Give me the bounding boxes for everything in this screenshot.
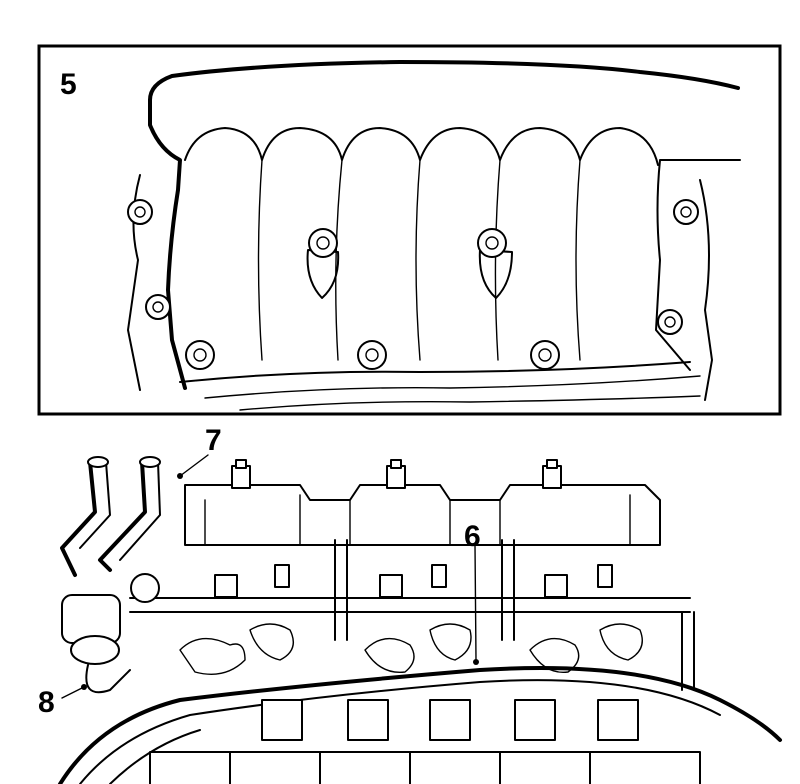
vacuum-hose-right-inner: [119, 461, 161, 561]
injector-connector-2: [379, 564, 447, 598]
callout-5: 5: [60, 68, 77, 101]
injector-connector-1: [214, 564, 290, 598]
bolt-inset-3: [477, 228, 507, 258]
vacuum-hose-right: [98, 460, 147, 572]
leader-7: [179, 454, 209, 477]
callout-6: 6: [464, 520, 481, 553]
manifold-bottom-rail: [179, 361, 691, 383]
plenum-bolt-1: [231, 459, 251, 489]
manifold-bottom-rail-3: [239, 395, 701, 411]
fuel-pressure-regulator: [61, 573, 160, 665]
manifold-top-edge: [148, 60, 740, 102]
bolt-inset-8: [357, 340, 387, 370]
coil-pack-row: [261, 699, 639, 741]
bolt-inset-6: [657, 309, 683, 335]
leader-6-dot: [473, 659, 479, 665]
manifold-right-outer: [699, 179, 713, 401]
bolt-inset-1: [127, 199, 153, 225]
plenum-outline: [184, 484, 661, 546]
bolt-inset-9: [530, 340, 560, 370]
leader-8-dot: [81, 684, 87, 690]
injector-connector-3: [544, 564, 613, 598]
main-engine-view: 7 6 8: [38, 424, 782, 784]
manifold-left-outer: [127, 174, 141, 391]
manifold-left-flange: [148, 98, 187, 390]
vacuum-hose-left: [60, 460, 97, 577]
boss-right: [478, 249, 513, 299]
wiring-harness: [58, 666, 782, 784]
plenum-bolt-3: [542, 459, 562, 489]
regulator-line: [85, 664, 131, 694]
wiring-harness-3: [109, 729, 201, 784]
plenum-bolt-2: [386, 459, 406, 489]
boss-left: [306, 249, 340, 299]
callout-8: 8: [38, 686, 55, 719]
rail-post-right: [501, 539, 515, 641]
callout-7: 7: [205, 424, 222, 457]
leader-8: [61, 687, 83, 699]
leader-6: [474, 544, 477, 661]
plenum-inner-lines: [204, 494, 631, 546]
bolt-inset-4: [673, 199, 699, 225]
bolt-inset-7: [185, 340, 215, 370]
inset-frame: [37, 44, 782, 416]
wiring-harness-2: [79, 679, 721, 784]
bolt-inset-5: [145, 294, 171, 320]
leader-7-dot: [177, 473, 183, 479]
manifold-right-flange: [655, 159, 741, 371]
runner-dividers: [257, 159, 581, 361]
rail-post-left: [334, 539, 348, 641]
bolt-inset-2: [308, 228, 338, 258]
rail-post-far-right: [681, 611, 695, 691]
lower-block: [149, 751, 701, 784]
manifold-bottom-rail-2: [204, 375, 701, 399]
hose-end-left: [87, 456, 109, 468]
vacuum-hose-left-inner: [79, 461, 111, 549]
hose-end-right: [139, 456, 161, 468]
fuel-rail: [129, 597, 691, 613]
detail-inset-panel: 5: [37, 44, 782, 416]
